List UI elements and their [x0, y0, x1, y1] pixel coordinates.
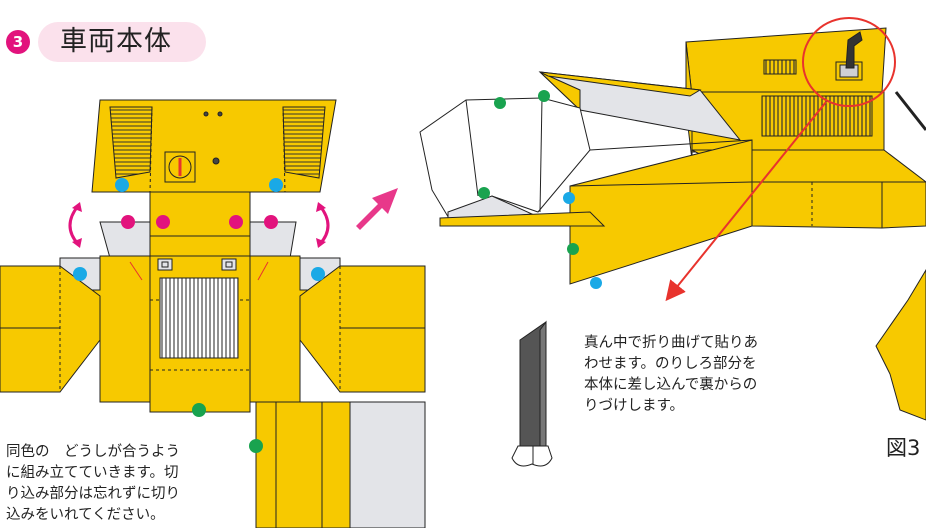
right-partial-piece [875, 269, 926, 421]
diagonal-arrow-icon [356, 188, 398, 230]
alignment-markers-net [73, 178, 325, 453]
assembly-instruction: 同色の どうしが合うよう に組み立てていきます。切 り込み部分は忘れずに切り 込… [6, 444, 180, 523]
step-number-badge: 3 [6, 30, 30, 54]
arrow-icon [665, 101, 827, 302]
side-louver [761, 95, 873, 137]
step-heading: 3 車両本体 [6, 22, 206, 62]
alignment-markers-assembled [478, 90, 602, 289]
right-outer-block [299, 265, 426, 393]
curved-double-arrow-icon [68, 202, 330, 248]
right-vent [282, 106, 326, 179]
small-vent [763, 59, 797, 75]
unfolded-body-net [0, 99, 426, 529]
exhaust-instruction: 真ん中で折り曲げて貼りあ わせます。のりしろ部分を 本体に差し込んで裏からの り… [584, 335, 758, 414]
callout [665, 17, 896, 302]
figure-label: 図3 [886, 436, 921, 460]
rear-grille [159, 277, 239, 359]
left-outer-block [0, 265, 101, 393]
left-vent [109, 106, 153, 179]
step-title: 車両本体 [38, 22, 206, 62]
top-vent-panel [91, 99, 337, 193]
center-band [149, 235, 251, 257]
callout-circle [802, 17, 896, 107]
exhaust-pipe-top [845, 31, 863, 69]
exhaust-part-detail [511, 320, 553, 467]
lower-extension-flap [349, 401, 426, 529]
front-arm [569, 139, 753, 285]
